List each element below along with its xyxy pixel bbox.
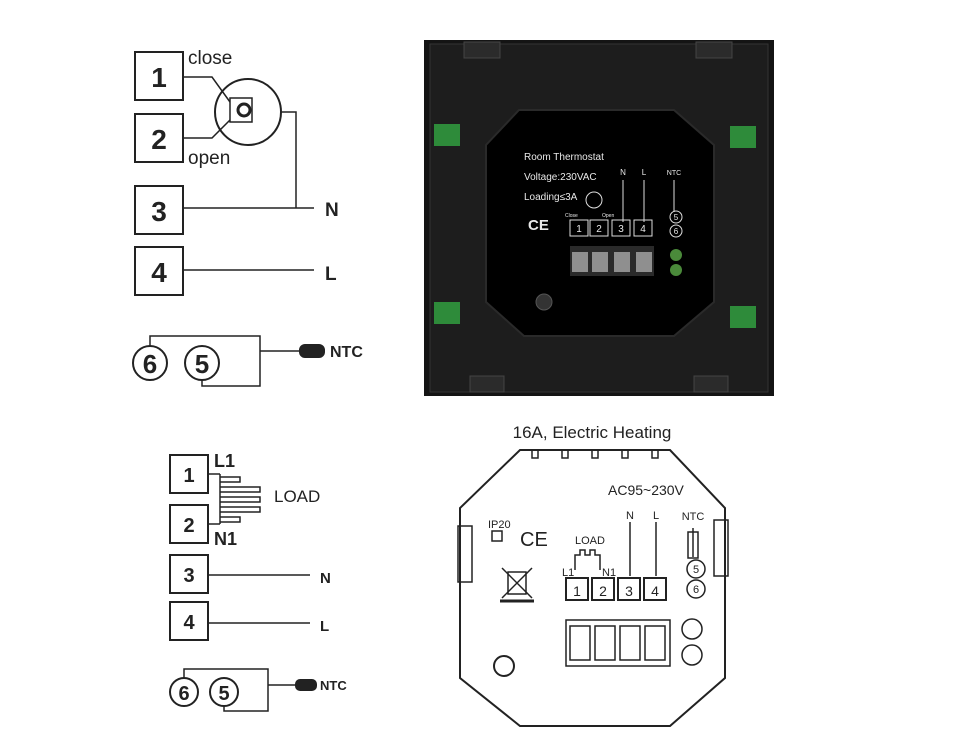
schematic-outline	[459, 449, 726, 727]
side-clip-bottom-right	[730, 306, 756, 328]
load-coil-symbol	[208, 473, 261, 525]
valve-ntc-probe	[299, 344, 325, 358]
valve-wiring-diagram: 1 2 3 4 close open N L 6 5 NTC	[132, 48, 363, 387]
valve-n-label: N	[325, 200, 339, 221]
schematic-l-label: L	[653, 510, 659, 522]
schematic-terminal-2-box	[591, 577, 615, 601]
heating-l-label: L	[320, 618, 329, 635]
valve-close-label: close	[188, 48, 232, 69]
valve-terminal-1-label: 1	[151, 62, 167, 93]
back-terminal-2: 2	[596, 224, 602, 235]
schematic-reset-hole	[493, 655, 515, 677]
heating-terminal-3-label: 3	[183, 565, 194, 587]
heating-n1-label: N1	[214, 529, 237, 549]
valve-sensor-5-label: 5	[195, 349, 209, 379]
back-sensor-6: 6	[674, 227, 679, 236]
heating-terminal-1-label: 1	[183, 465, 194, 487]
valve-terminal-3-box	[134, 185, 184, 235]
back-l-label: L	[642, 168, 647, 177]
heating-sensor-6-label: 6	[178, 683, 189, 705]
schematic-screw-blocks	[565, 618, 703, 667]
back-title: Room Thermostat	[524, 152, 604, 163]
schematic-ip-label: IP20	[488, 519, 511, 531]
weee-bin-icon	[500, 567, 534, 603]
schematic-n1-label: N1	[602, 567, 616, 579]
schematic-n-label: N	[626, 510, 634, 522]
valve-l-label: L	[325, 264, 337, 285]
schematic-terminal-3-box	[617, 577, 641, 601]
valve-ntc-label: NTC	[330, 344, 363, 361]
heating-l1-label: L1	[214, 451, 235, 471]
schematic-terminal-3: 3	[625, 583, 633, 599]
heating-load-label: LOAD	[274, 487, 320, 506]
schematic-terminal-1: 1	[573, 583, 581, 599]
heating-sensor-5-label: 5	[218, 683, 229, 705]
schematic-terminal-2: 2	[599, 583, 607, 599]
side-clip-top-right	[730, 126, 756, 148]
heating-terminal-4-label: 4	[183, 612, 195, 634]
heating-terminal-4-box	[169, 601, 209, 641]
heating-ntc-label: NTC	[320, 678, 347, 693]
schematic-ce-mark: CE	[520, 529, 548, 551]
back-loading: Loading≤3A	[524, 192, 578, 203]
screw-terminal-block	[570, 246, 682, 276]
back-ntc-label: NTC	[667, 170, 681, 177]
back-terminal-1: 1	[576, 224, 582, 235]
schematic-l1-label: L1	[562, 567, 574, 579]
valve-motor-symbol	[214, 78, 282, 146]
top-clip-left	[463, 41, 501, 59]
valve-terminal-3-label: 3	[151, 196, 167, 227]
valve-open-label: open	[188, 148, 230, 169]
heating-n-label: N	[320, 570, 331, 587]
schematic-sensor-5: 5	[693, 564, 699, 576]
heating-terminal-3-box	[169, 554, 209, 594]
schematic-title: 16A, Electric Heating	[513, 423, 672, 442]
schematic-terminal-4-box	[643, 577, 667, 601]
back-voltage: Voltage:230VAC	[524, 172, 597, 183]
valve-terminal-4-label: 4	[151, 257, 167, 288]
schematic-terminal-1-box	[565, 577, 589, 601]
bottom-clip-left	[469, 375, 505, 393]
heating-terminal-2-label: 2	[183, 515, 194, 537]
side-clip-top-left	[434, 124, 460, 146]
back-close-label: Close	[565, 213, 578, 219]
valve-sensor-6-label: 6	[143, 349, 157, 379]
heating-schematic: 16A, Electric Heating	[457, 423, 729, 727]
heating-wiring-diagram: 1 2 3 4 L1 N1 LOAD N L 6 5 NTC	[169, 451, 347, 712]
valve-terminal-1-box	[134, 51, 184, 101]
back-terminal-4: 4	[640, 224, 646, 235]
schematic-sensor-6: 6	[693, 584, 699, 596]
back-n-label: N	[620, 168, 626, 177]
reset-button	[535, 293, 553, 311]
bottom-clip-right	[693, 375, 729, 393]
schematic-load-label: LOAD	[575, 535, 605, 547]
back-ce-mark: CE	[528, 217, 549, 234]
thermostat-back-photo: Room Thermostat Voltage:230VAC Loading≤3…	[424, 40, 774, 396]
back-terminal-3: 3	[618, 224, 624, 235]
top-clip-right	[695, 41, 733, 59]
back-sensor-5: 5	[674, 213, 679, 222]
side-clip-bottom-left	[434, 302, 460, 324]
heating-ntc-probe	[295, 679, 317, 691]
schematic-voltage: AC95~230V	[608, 482, 685, 498]
schematic-terminal-4: 4	[651, 583, 659, 599]
valve-terminal-4-box	[134, 246, 184, 296]
valve-terminal-2-label: 2	[151, 124, 167, 155]
back-module	[485, 109, 715, 337]
schematic-ntc-label: NTC	[682, 511, 705, 523]
back-open-label: Open	[602, 213, 614, 219]
